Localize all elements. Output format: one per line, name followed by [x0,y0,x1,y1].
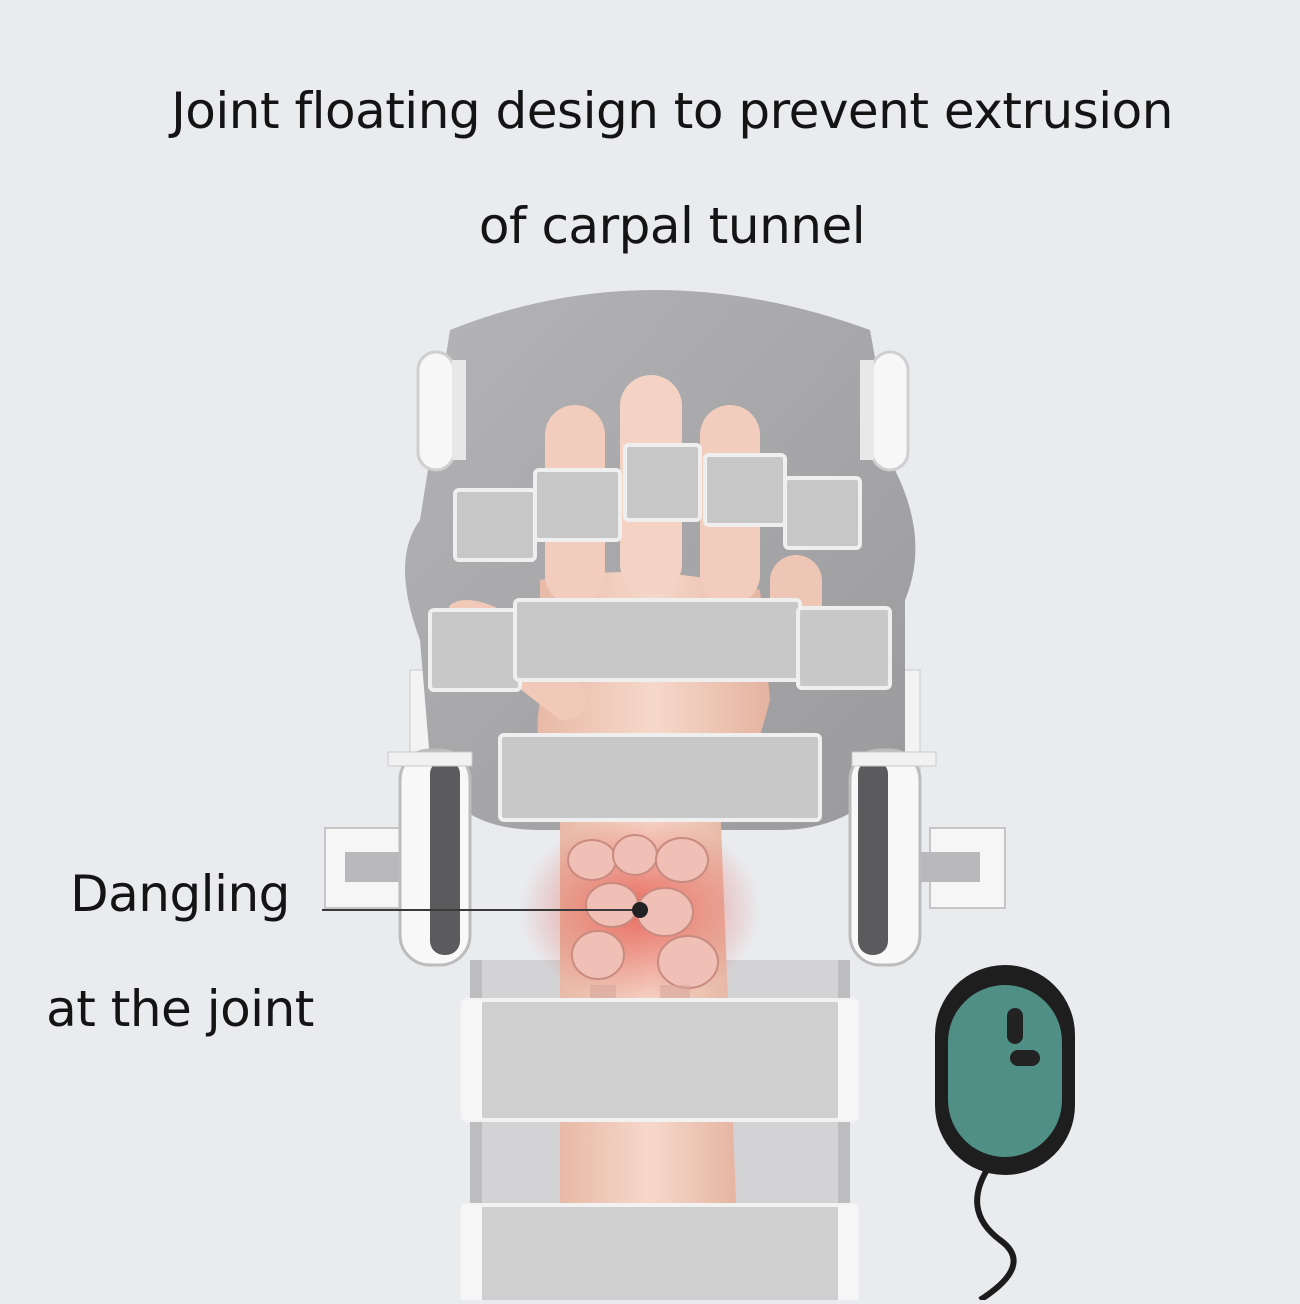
motor-right-shaft [920,852,980,882]
joint-marker-dot [632,902,648,918]
remote-panel [948,985,1062,1157]
remote-button-top [1007,1008,1023,1044]
headline-line-2: of carpal tunnel [478,197,866,255]
motor-left-shaft [345,852,405,882]
wheel-top-right [870,350,910,472]
remote-cable [974,1163,1017,1303]
callout-line-1: Dangling [70,865,290,923]
remote-button-bottom [1010,1050,1040,1066]
callout-leader-line [322,909,640,911]
forearm-strap-upper [460,998,859,1122]
headline-line-1: Joint floating design to prevent extrusi… [171,82,1173,140]
wrist-strap [498,733,822,822]
callout-line-2: at the joint [46,980,314,1038]
wheel-top-left [416,350,456,472]
carpal-bones [567,834,719,989]
finger-straps [453,443,862,562]
forearm-strap-lower [460,1203,859,1304]
palm-strap [428,598,892,692]
